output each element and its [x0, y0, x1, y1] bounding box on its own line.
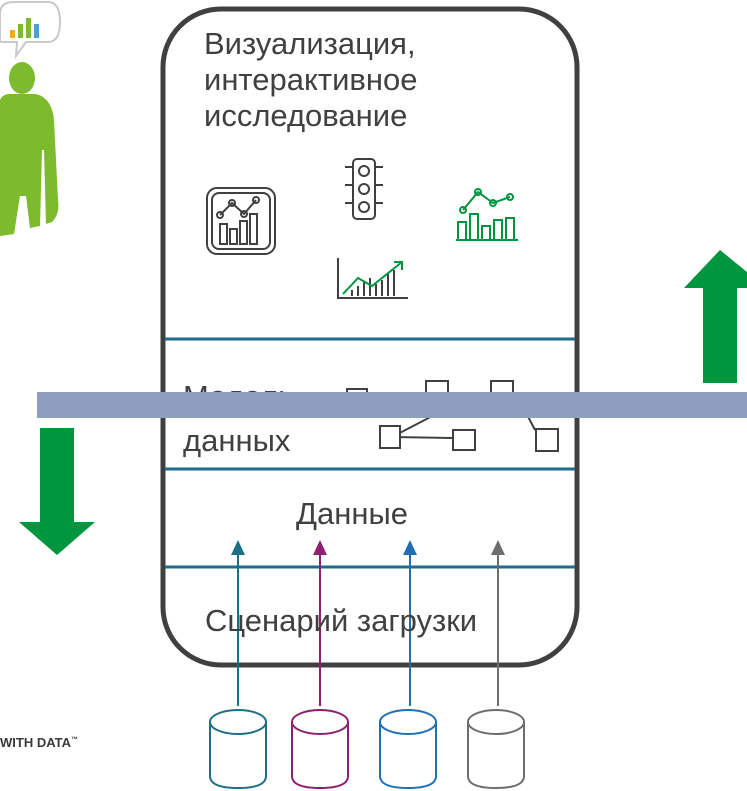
analytics-card-icon [206, 187, 276, 255]
visualization-layer-label: Визуализация, интерактивное исследование [204, 26, 418, 134]
platform-container [160, 6, 580, 668]
data-model-line-2: данных [183, 423, 291, 458]
database-icon [379, 709, 437, 790]
separator-band [37, 392, 747, 418]
footer-brand-fragment: WITH DATA™ [0, 735, 78, 750]
visualization-line-3: исследование [204, 98, 408, 133]
arrow-down-green [19, 428, 95, 555]
source-arrow-purple [313, 540, 327, 706]
bar-line-chart-icon [456, 188, 518, 241]
growth-chart-icon [337, 258, 408, 299]
database-icon [291, 709, 349, 790]
data-layer-label: Данные [296, 496, 408, 531]
load-script-layer-label: Сценарий загрузки [205, 603, 478, 638]
trademark-symbol: ™ [71, 736, 78, 744]
traffic-light-icon [345, 158, 383, 220]
source-arrow-blue [403, 540, 417, 706]
arrow-up-green [684, 250, 747, 383]
visualization-line-2: интерактивное [204, 62, 418, 97]
source-arrow-gray [491, 540, 505, 706]
source-arrow-teal [231, 540, 245, 706]
visualization-line-1: Визуализация, [204, 26, 416, 61]
database-icon [209, 709, 267, 790]
database-icon [467, 709, 525, 790]
footer-brand-text: WITH DATA [0, 735, 71, 750]
user-silhouette-icon [0, 62, 59, 236]
data-model-layer-label: Модель данных [183, 375, 294, 463]
chart-speech-bubble-icon [0, 0, 62, 60]
